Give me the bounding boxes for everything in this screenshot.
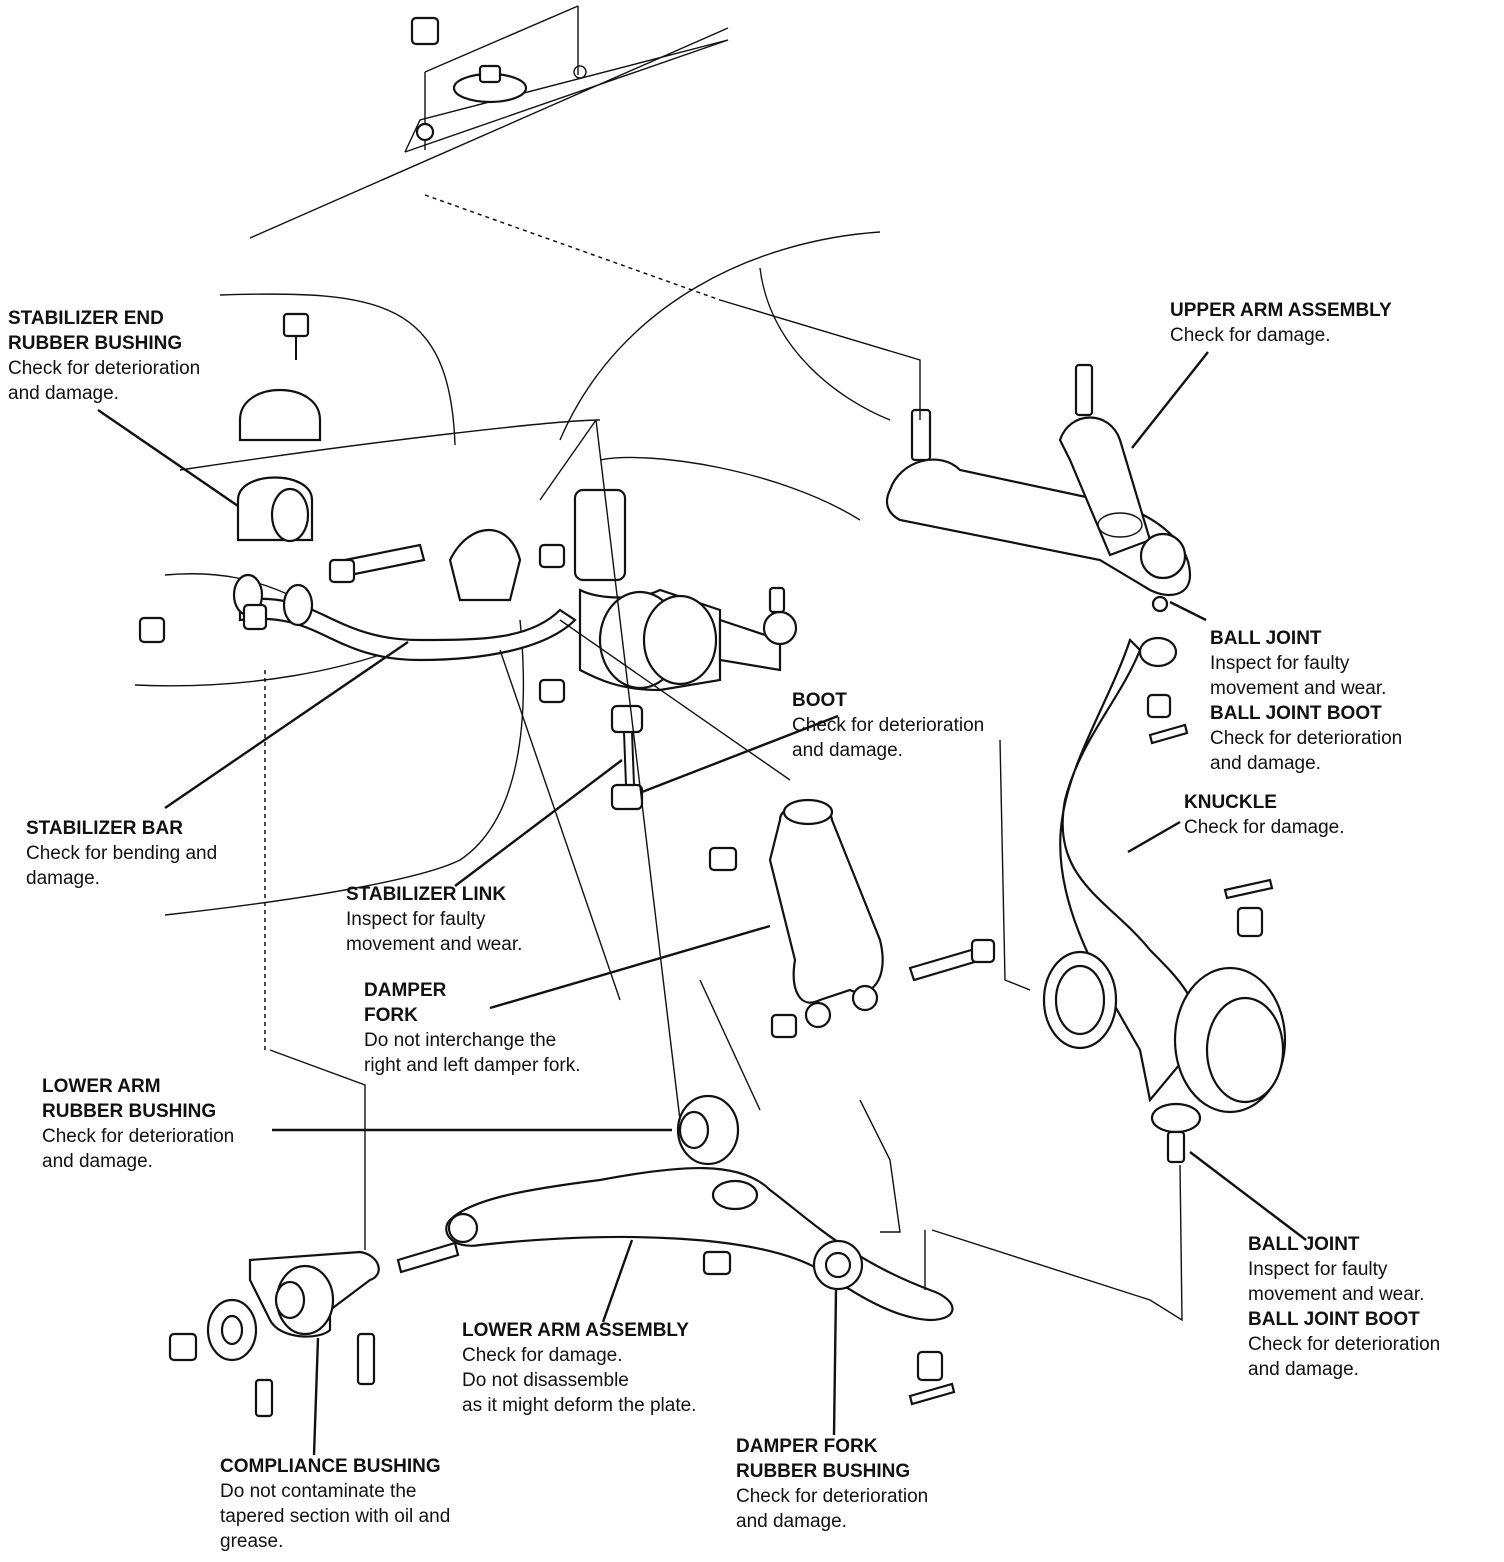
callout-upper-arm: UPPER ARM ASSEMBLY Check for damage. (1170, 298, 1490, 348)
callout-description: Do not contaminate the tapered section w… (220, 1481, 451, 1552)
callout-title: DAMPER FORK RUBBER BUSHING (736, 1436, 911, 1482)
chassis-outline (134, 5, 891, 1050)
callout-description: Check for damage. (1184, 817, 1345, 838)
callout-damper-fork-bushing: DAMPER FORK RUBBER BUSHING Check for det… (736, 1434, 996, 1534)
callout-description: Check for bending and damage. (26, 843, 218, 889)
callout-title-2: BALL JOINT BOOT (1248, 1309, 1420, 1330)
bolts-cluster (328, 528, 566, 704)
callout-description-2: Check for deterioration and damage. (1210, 728, 1403, 774)
callout-description: Check for deterioration and damage. (8, 358, 201, 404)
stabilizer-link-part (610, 704, 644, 811)
lower-arm-part (396, 1094, 956, 1406)
callout-title: BALL JOINT (1210, 628, 1322, 649)
callout-description: Check for deterioration and damage. (736, 1486, 929, 1532)
callout-title: STABILIZER BAR (26, 818, 183, 839)
callout-description: Check for deterioration and damage. (792, 715, 985, 761)
knuckle-part (1042, 636, 1287, 1164)
callout-title: KNUCKLE (1184, 792, 1277, 813)
callout-title: LOWER ARM RUBBER BUSHING (42, 1076, 217, 1122)
callout-title: BOOT (792, 690, 847, 711)
callout-description: Check for damage. Do not disassemble as … (462, 1345, 697, 1416)
callout-boot: BOOT Check for deterioration and damage. (792, 688, 1052, 763)
callout-description: Check for damage. (1170, 325, 1331, 346)
callout-title: UPPER ARM ASSEMBLY (1170, 300, 1392, 321)
callout-title: LOWER ARM ASSEMBLY (462, 1320, 689, 1341)
callout-stabilizer-end-bushing: STABILIZER END RUBBER BUSHING Check for … (8, 306, 248, 406)
stabilizer-end-bushing-part (236, 312, 322, 543)
top-mount (410, 16, 587, 142)
callout-description: Inspect for faulty movement and wear. (1210, 653, 1387, 699)
callout-title: BALL JOINT (1248, 1234, 1360, 1255)
callout-title: STABILIZER END RUBBER BUSHING (8, 308, 183, 354)
upper-arm-part (885, 363, 1192, 613)
callout-title: STABILIZER LINK (346, 884, 507, 905)
callout-stabilizer-link: STABILIZER LINK Inspect for faulty movem… (346, 882, 586, 957)
callout-lower-ball-joint: BALL JOINT Inspect for faulty movement a… (1248, 1232, 1498, 1382)
callout-title: COMPLIANCE BUSHING (220, 1456, 441, 1477)
callout-description: Check for deterioration and damage. (42, 1126, 235, 1172)
callout-damper-fork: DAMPER FORK Do not interchange the right… (364, 978, 654, 1078)
callout-compliance-bushing: COMPLIANCE BUSHING Do not contaminate th… (220, 1454, 520, 1554)
damper-fork-part (708, 798, 996, 1039)
callout-description: Inspect for faulty movement and wear. (1248, 1259, 1425, 1305)
compliance-bushing-part (168, 1250, 380, 1418)
callout-stabilizer-bar: STABILIZER BAR Check for bending and dam… (26, 816, 286, 891)
callout-title: DAMPER FORK (364, 980, 447, 1026)
callout-description-2: Check for deterioration and damage. (1248, 1334, 1441, 1380)
callout-lower-arm-bushing: LOWER ARM RUBBER BUSHING Check for deter… (42, 1074, 282, 1174)
callout-description: Do not interchange the right and left da… (364, 1030, 581, 1076)
callout-description: Inspect for faulty movement and wear. (346, 909, 523, 955)
callout-upper-ball-joint: BALL JOINT Inspect for faulty movement a… (1210, 626, 1500, 776)
callout-lower-arm: LOWER ARM ASSEMBLY Check for damage. Do … (462, 1318, 782, 1418)
stabilizer-bar-part (138, 573, 577, 662)
leader-lines (97, 299, 1307, 1456)
callout-knuckle: KNUCKLE Check for damage. (1184, 790, 1424, 840)
callout-title-2: BALL JOINT BOOT (1210, 703, 1382, 724)
